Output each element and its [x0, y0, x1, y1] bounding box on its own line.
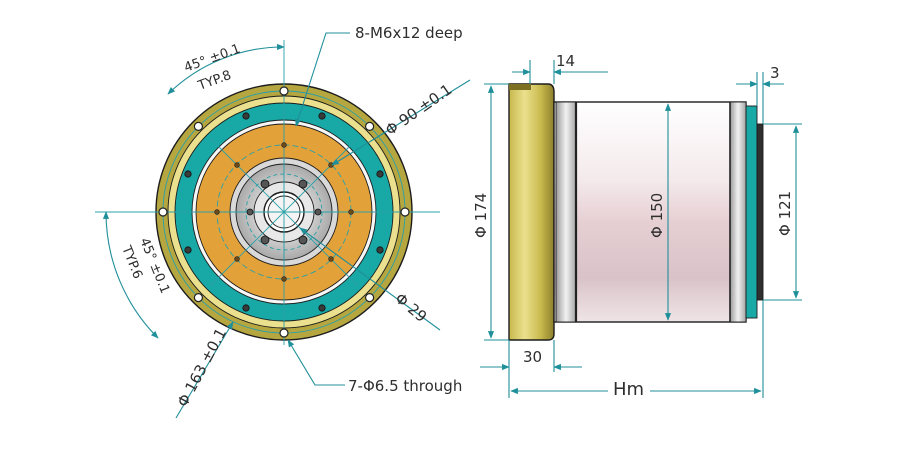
- through-hole: [365, 121, 375, 132]
- label-thread-holes: 8-M6x12 deep: [355, 24, 463, 42]
- through-hole: [279, 86, 289, 96]
- right-band: [729, 101, 747, 323]
- label-hm-bg: [608, 376, 650, 398]
- dim-line-pcd-90: [331, 79, 471, 166]
- orange-hole: [348, 209, 354, 215]
- threaded-hole: [184, 246, 192, 254]
- label-pcd-163: Φ 163 ±0.1: [174, 325, 230, 410]
- label-thread-pitch-angle: 45° ±0.1: [182, 42, 242, 76]
- hub-pcd-circle: [245, 173, 323, 251]
- teal-end-plate: [745, 105, 758, 319]
- end-cap: [756, 123, 764, 301]
- dim-arc-thread-pitch: [167, 43, 285, 95]
- side-body: [553, 101, 747, 323]
- label-overall-length: Hm: [613, 379, 644, 400]
- label-through-holes: 7-Φ6.5 through: [348, 377, 462, 395]
- dim-arc-through-pitch: [102, 211, 159, 339]
- threaded-hole: [376, 246, 384, 254]
- label-flange-width: 30: [523, 348, 542, 366]
- label-flange-step: 14: [556, 52, 575, 70]
- leader-thread-holes: [295, 32, 350, 127]
- threaded-hole: [242, 304, 250, 312]
- hub-screw: [260, 235, 270, 245]
- through-hole: [158, 207, 168, 217]
- threaded-holes: [184, 112, 384, 312]
- through-hole: [400, 207, 410, 217]
- dim-line-pcd-163: [175, 321, 234, 419]
- left-band: [555, 101, 577, 323]
- hub-screw: [246, 208, 254, 216]
- threaded-hole: [318, 304, 326, 312]
- through-hole: [193, 121, 203, 132]
- label-bore: Φ 29: [391, 289, 430, 326]
- hub-screws: [246, 179, 322, 245]
- label-outer-diameter: Φ 174: [472, 193, 490, 238]
- label-end-diameter: Φ 121: [776, 191, 794, 236]
- orange-hole: [281, 276, 287, 282]
- orange-hole: [234, 162, 240, 168]
- orange-ring-holes: [214, 142, 354, 282]
- flange-chamfer: [509, 84, 531, 90]
- dim-line-bore: [299, 227, 441, 331]
- through-hole: [193, 293, 203, 303]
- hub-screw: [298, 235, 308, 245]
- orange-hole: [234, 256, 240, 262]
- hub-screw: [314, 208, 322, 216]
- through-hole: [365, 293, 375, 303]
- orange-hole: [281, 142, 287, 148]
- threaded-hole: [184, 170, 192, 178]
- threaded-hole: [318, 112, 326, 120]
- label-end-step: 3: [770, 64, 780, 82]
- leader-through-holes: [287, 339, 345, 386]
- orange-hole: [214, 209, 220, 215]
- threaded-hole: [376, 170, 384, 178]
- threaded-hole: [242, 112, 250, 120]
- hub-screw: [260, 179, 270, 189]
- side-view: 14 3 Φ 174 Φ 150 Φ 121 30 Hm: [472, 52, 802, 400]
- label-body-diameter: Φ 150: [648, 193, 666, 238]
- through-hole: [279, 328, 289, 338]
- label-pcd-90: Φ 90 ±0.1: [382, 80, 455, 139]
- label-thread-pitch-typ: TYP.8: [195, 68, 233, 94]
- hub-screw: [298, 179, 308, 189]
- side-flange: [508, 83, 555, 341]
- orange-hole: [328, 256, 334, 262]
- front-view: 8-M6x12 deep 45° ±0.1 TYP.8 Φ 90 ±0.1 45…: [95, 24, 471, 419]
